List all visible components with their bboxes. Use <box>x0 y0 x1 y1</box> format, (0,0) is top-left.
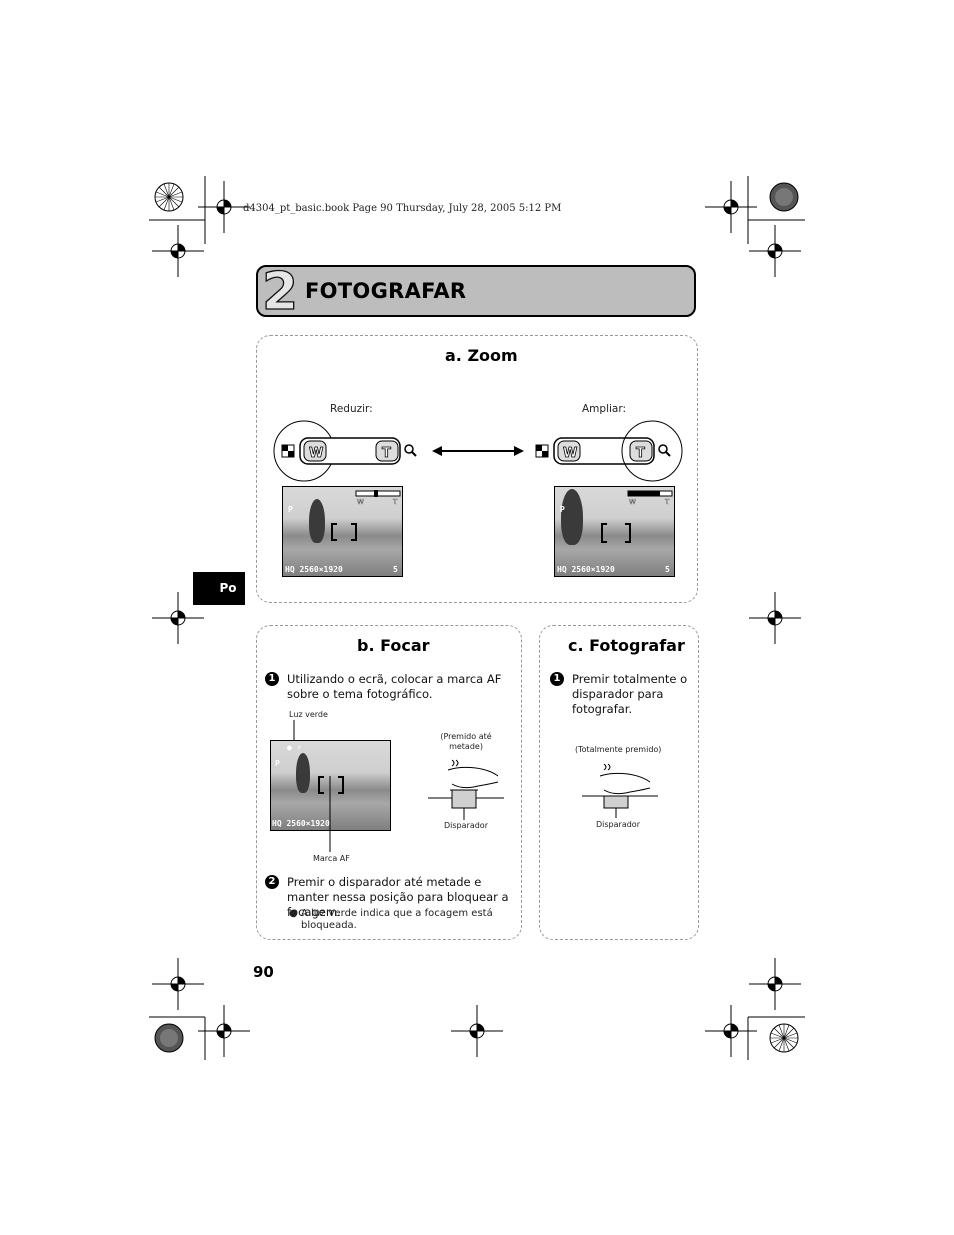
svg-text:T: T <box>664 498 670 505</box>
focus-shutter-label: Disparador <box>444 821 488 830</box>
screen-count-text: 5 <box>393 565 398 574</box>
enlarge-label: Ampliar: <box>582 403 627 415</box>
svg-text:W: W <box>629 498 636 505</box>
zoom-lever-tele-illustration: W T <box>535 420 683 482</box>
chapter-title: FOTOGRAFAR <box>305 279 467 303</box>
language-tab: Po <box>193 572 245 605</box>
screen-info-text: HQ 2560×1920 <box>272 819 330 828</box>
zoom-double-arrow <box>432 446 524 456</box>
zoom-bar-icon: W T <box>627 490 673 505</box>
print-header-line: d4304_pt_basic.book Page 90 Thursday, Ju… <box>243 203 562 214</box>
svg-text:W: W <box>309 446 323 461</box>
screen-info-text: HQ 2560×1920 <box>285 565 343 574</box>
step-1-marker: 1 <box>550 672 564 686</box>
zoom-lever-wide-illustration: W T <box>273 420 417 482</box>
shoot-section <box>539 625 699 940</box>
chapter-number: 2 <box>261 261 299 322</box>
half-pressed-label: (Premido até metade) <box>440 732 492 751</box>
step-2-marker: 2 <box>265 875 279 889</box>
shoot-title: c. Fotografar <box>568 636 685 655</box>
shutter-full-press-illustration <box>582 763 658 818</box>
tree-image <box>296 753 310 793</box>
af-mark-icon <box>318 776 344 794</box>
svg-text:W: W <box>563 446 577 461</box>
focus-title: b. Focar <box>357 636 430 655</box>
green-light-dot-icon: ● ⚡ <box>287 743 302 752</box>
focus-step2-text: Premir o disparador até metade e manter … <box>287 875 509 919</box>
svg-text:T: T <box>392 498 398 505</box>
mode-p-icon: P <box>288 505 293 514</box>
green-light-label: Luz verde <box>289 710 328 719</box>
svg-text:W: W <box>357 498 364 505</box>
step-1-marker: 1 <box>265 672 279 686</box>
mode-p-icon: P <box>560 505 565 514</box>
tree-image <box>309 499 325 543</box>
zoom-screen-wide: W T P HQ 2560×1920 5 <box>282 486 403 577</box>
page-number: 90 <box>253 963 274 981</box>
focus-step2-bullet-marker: ● <box>289 908 298 919</box>
shoot-shutter-label: Disparador <box>596 820 640 829</box>
zoom-title: a. Zoom <box>445 346 518 365</box>
screen-count-text: 5 <box>665 565 670 574</box>
reduce-label: Reduzir: <box>330 403 373 415</box>
af-mark-label: Marca AF <box>313 854 350 863</box>
zoom-section <box>256 335 698 603</box>
focus-step2-bullet: A luz verde indica que a focagem está bl… <box>301 908 493 931</box>
shutter-half-press-illustration <box>428 759 504 820</box>
af-mark-pointer <box>329 776 331 852</box>
focus-section <box>256 625 522 940</box>
mode-p-icon: P <box>275 759 280 768</box>
zoom-screen-tele: W T P HQ 2560×1920 5 <box>554 486 675 577</box>
svg-text:T: T <box>636 446 645 461</box>
screen-info-text: HQ 2560×1920 <box>557 565 615 574</box>
chapter-title-bar <box>256 265 696 317</box>
svg-text:T: T <box>382 446 391 461</box>
zoom-bar-icon: W T <box>355 490 401 505</box>
af-mark-icon <box>601 523 631 543</box>
focus-step1-text: Utilizando o ecrã, colocar a marca AF so… <box>287 672 502 701</box>
shoot-step1-text: Premir totalmente o disparador para foto… <box>572 672 688 716</box>
tree-image <box>561 489 583 545</box>
af-mark-icon <box>331 523 357 541</box>
fully-pressed-label: (Totalmente premido) <box>575 745 662 754</box>
